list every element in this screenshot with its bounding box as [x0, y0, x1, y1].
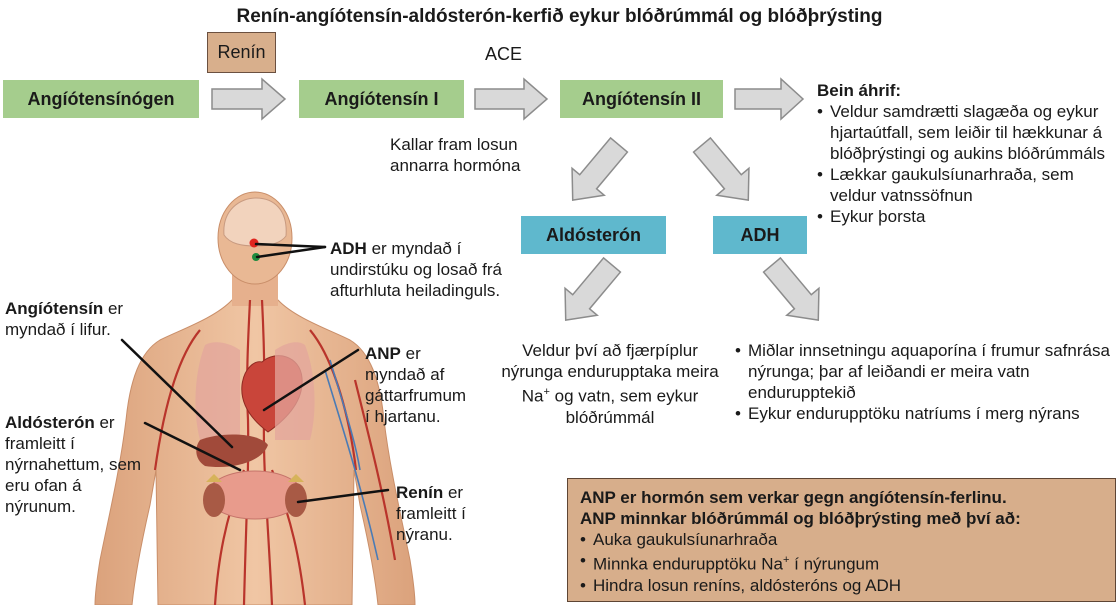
pointer-lines	[120, 242, 390, 504]
anp-box-list: Auka gaukulsíunarhraða Minnka endurupptö…	[580, 529, 1103, 596]
kidney-right-icon	[285, 483, 307, 517]
kidney-left-icon	[203, 483, 225, 517]
anp-body-label: ANP er myndað af gáttarfrumum í hjartanu…	[365, 343, 470, 427]
brain-icon	[223, 197, 287, 247]
cascade-arrows	[211, 77, 820, 322]
aldosteron-effect-text: Veldur því að fjærpíplur nýrunga endurup…	[500, 340, 720, 428]
anp-box-item: Minnka endurupptöku Na+ í nýrungum	[580, 550, 1103, 575]
label-rest: er myndað af gáttarfrumum í hjartanu.	[365, 344, 467, 426]
adh-effect-item: Miðlar innsetningu aquaporína í frumur s…	[735, 340, 1115, 403]
human-body-illustration	[94, 191, 416, 605]
anp-item-part: Minnka endurupptöku Na	[593, 554, 783, 574]
aldosteron-box: Aldósterón	[521, 216, 666, 254]
angiotensin-1-box: Angíótensín I	[299, 80, 464, 118]
label-bold: Angíótensín	[5, 299, 104, 318]
arrow-right-icon	[211, 77, 287, 121]
bein-ahrif-block: Bein áhrif: Veldur samdrætti slagæða og …	[817, 80, 1117, 227]
adrenal-gland-icon	[288, 474, 304, 482]
label-rest: er framleitt í nýranu.	[396, 483, 466, 544]
arrow-right-icon	[474, 77, 549, 121]
angiotensin-2-box: Angíótensín II	[560, 80, 723, 118]
label-rest: er myndað í lifur.	[5, 299, 124, 339]
anp-item-sup: +	[782, 554, 790, 566]
renin-body-label: Renín er framleitt í nýranu.	[396, 482, 486, 545]
angiotensin-body-label: Angíótensín er myndað í lifur.	[5, 298, 170, 340]
anp-box-line1: ANP er hormón sem verkar gegn angíótensí…	[580, 488, 1007, 507]
lung-left-icon	[195, 342, 240, 440]
label-rest: er framleitt í nýrnahettum, sem eru ofan…	[5, 413, 142, 516]
adh-effect-item: Eykur endurupptöku natríums í merg nýran…	[735, 403, 1115, 424]
adrenal-gland-icon	[206, 474, 222, 482]
aldo-effect-part: og vatn, sem eykur blóðrúmmál	[549, 386, 699, 427]
adh-box: ADH	[713, 216, 807, 254]
angiotensinogen-box: Angíótensínógen	[3, 80, 199, 118]
adh-effect-block: Miðlar innsetningu aquaporína í frumur s…	[735, 340, 1115, 424]
arrow-down-left-icon	[571, 136, 629, 202]
anp-item-part: Hindra losun reníns, aldósteróns og ADH	[593, 575, 902, 595]
label-bold: ADH	[330, 239, 367, 258]
bein-ahrif-item: Eykur þorsta	[817, 206, 1117, 227]
bein-ahrif-item: Lækkar gaukulsíunarhraða, sem veldur vat…	[817, 164, 1117, 206]
anp-box-item: Hindra losun reníns, aldósteróns og ADH	[580, 575, 1103, 596]
arrow-right-icon	[734, 77, 805, 121]
anp-box-line2: ANP minnkar blóðrúmmál og blóðþrýsting m…	[580, 509, 1021, 528]
label-bold: Renín	[396, 483, 444, 502]
arrow-down-right-icon	[692, 136, 750, 202]
liver-icon	[196, 434, 268, 468]
anp-item-part: í nýrungum	[789, 554, 880, 574]
aldo-effect-part: Veldur því að fjærpíplur nýrunga endurup…	[501, 341, 719, 406]
veins	[324, 359, 379, 561]
label-rest: er myndað í undirstúku og losað frá aftu…	[330, 239, 502, 300]
bein-ahrif-heading: Bein áhrif:	[817, 81, 902, 100]
diagram-title: Renín-angíótensín-aldósterón-kerfið eyku…	[236, 6, 883, 27]
adh-body-label: ADH er myndað í undirstúku og losað frá …	[330, 238, 530, 301]
kallar-text: Kallar fram losun annarra hormóna	[390, 135, 521, 175]
ace-label: ACE	[485, 44, 523, 64]
arrow-down-left-icon	[564, 256, 622, 322]
renin-box: Renín	[207, 32, 276, 73]
anp-box-item: Auka gaukulsíunarhraða	[580, 529, 1103, 550]
anp-info-box: ANP er hormón sem verkar gegn angíótensí…	[567, 478, 1116, 602]
bein-ahrif-item: Veldur samdrætti slagæða og eykur hjarta…	[817, 101, 1117, 164]
aldosteron-body-label: Aldósterón er framleitt í nýrnahettum, s…	[5, 412, 150, 517]
label-bold: ANP	[365, 344, 401, 363]
aldo-effect-sup: +	[543, 386, 550, 398]
arrow-down-right-icon	[762, 256, 820, 322]
bein-ahrif-list: Veldur samdrætti slagæða og eykur hjarta…	[817, 101, 1117, 227]
anp-item-part: Auka gaukulsíunarhraða	[593, 530, 778, 549]
label-bold: Aldósterón	[5, 413, 95, 432]
adh-effect-list: Miðlar innsetningu aquaporína í frumur s…	[735, 340, 1115, 424]
